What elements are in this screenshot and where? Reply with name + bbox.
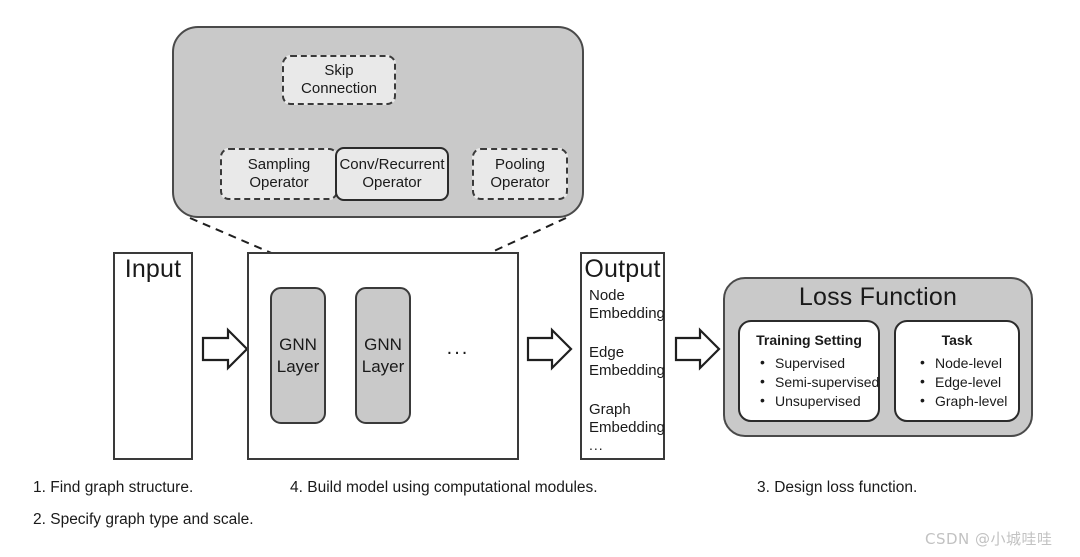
caption-step-2: 2. Specify graph type and scale. [33, 511, 254, 528]
model-layers-ellipsis: ... [446, 337, 470, 359]
output-item-graph-line2: Embedding [589, 419, 665, 437]
output-item-node: Node Embedding [589, 287, 665, 324]
output-item-node-line2: Embedding [589, 305, 665, 323]
sampling-operator-line2: Operator [249, 174, 309, 191]
loss-function-title: Loss Function [798, 283, 958, 311]
caption-step-3: 3. Design loss function. [757, 479, 918, 496]
caption-step-1: 1. Find graph structure. [33, 479, 194, 496]
output-item-edge: Edge Embedding [589, 344, 665, 381]
gnn-layer-2-line2: Layer [361, 356, 405, 376]
pooling-operator-line2: Operator [490, 174, 550, 191]
gnn-layer-1[interactable]: GNN Layer [270, 287, 326, 424]
task-item-1: Edge-level [918, 372, 1018, 392]
task-card[interactable]: Task Node-level Edge-level Graph-level [894, 320, 1020, 422]
csdn-watermark: CSDN @小城哇哇 [925, 530, 1053, 548]
output-panel [580, 252, 665, 460]
input-panel [113, 252, 193, 460]
output-item-graph: Graph Embedding [589, 401, 665, 438]
training-setting-items: Supervised Semi-supervised Unsupervised [758, 353, 879, 411]
arrow-output-to-loss [674, 327, 721, 371]
training-setting-card[interactable]: Training Setting Supervised Semi-supervi… [738, 320, 880, 422]
arrow-model-to-output [526, 327, 573, 371]
caption-step-4: 4. Build model using computational modul… [290, 479, 598, 496]
conv-recurrent-operator-line2: Operator [362, 174, 422, 191]
sampling-operator-line1: Sampling [247, 155, 311, 173]
skip-connection-line1: Skip [324, 61, 354, 79]
task-item-2: Graph-level [918, 391, 1018, 411]
skip-connection-line2: Connection [301, 80, 377, 97]
arrow-input-to-model [201, 327, 249, 371]
gnn-layer-1-line1: GNN [279, 335, 317, 355]
output-item-node-line1: Node [589, 287, 625, 304]
conv-recurrent-operator-line1: Conv/Recurrent [339, 155, 445, 173]
gnn-layer-1-line2: Layer [276, 356, 320, 376]
output-item-graph-line1: Graph [589, 401, 631, 418]
training-setting-item-1: Semi-supervised [758, 372, 879, 392]
sampling-operator-block[interactable]: Sampling Operator [220, 148, 338, 200]
task-item-0: Node-level [918, 353, 1018, 373]
task-heading: Task [941, 332, 973, 348]
task-items: Node-level Edge-level Graph-level [918, 353, 1018, 411]
pooling-operator-block[interactable]: Pooling Operator [472, 148, 568, 200]
skip-connection-block[interactable]: Skip Connection [282, 55, 396, 105]
output-panel-title: Output [584, 255, 661, 283]
output-item-edge-line2: Embedding [589, 362, 665, 380]
gnn-layer-2-line1: GNN [364, 335, 402, 355]
training-setting-item-2: Unsupervised [758, 391, 878, 411]
pooling-operator-line1: Pooling [494, 155, 546, 173]
conv-recurrent-operator-block[interactable]: Conv/Recurrent Operator [335, 147, 449, 201]
training-setting-heading: Training Setting [756, 332, 862, 348]
input-panel-title: Input [124, 255, 182, 283]
gnn-layer-2[interactable]: GNN Layer [355, 287, 411, 424]
training-setting-item-0: Supervised [758, 353, 878, 373]
output-item-edge-line1: Edge [589, 344, 625, 361]
output-panel-ellipsis: ... [589, 437, 604, 453]
